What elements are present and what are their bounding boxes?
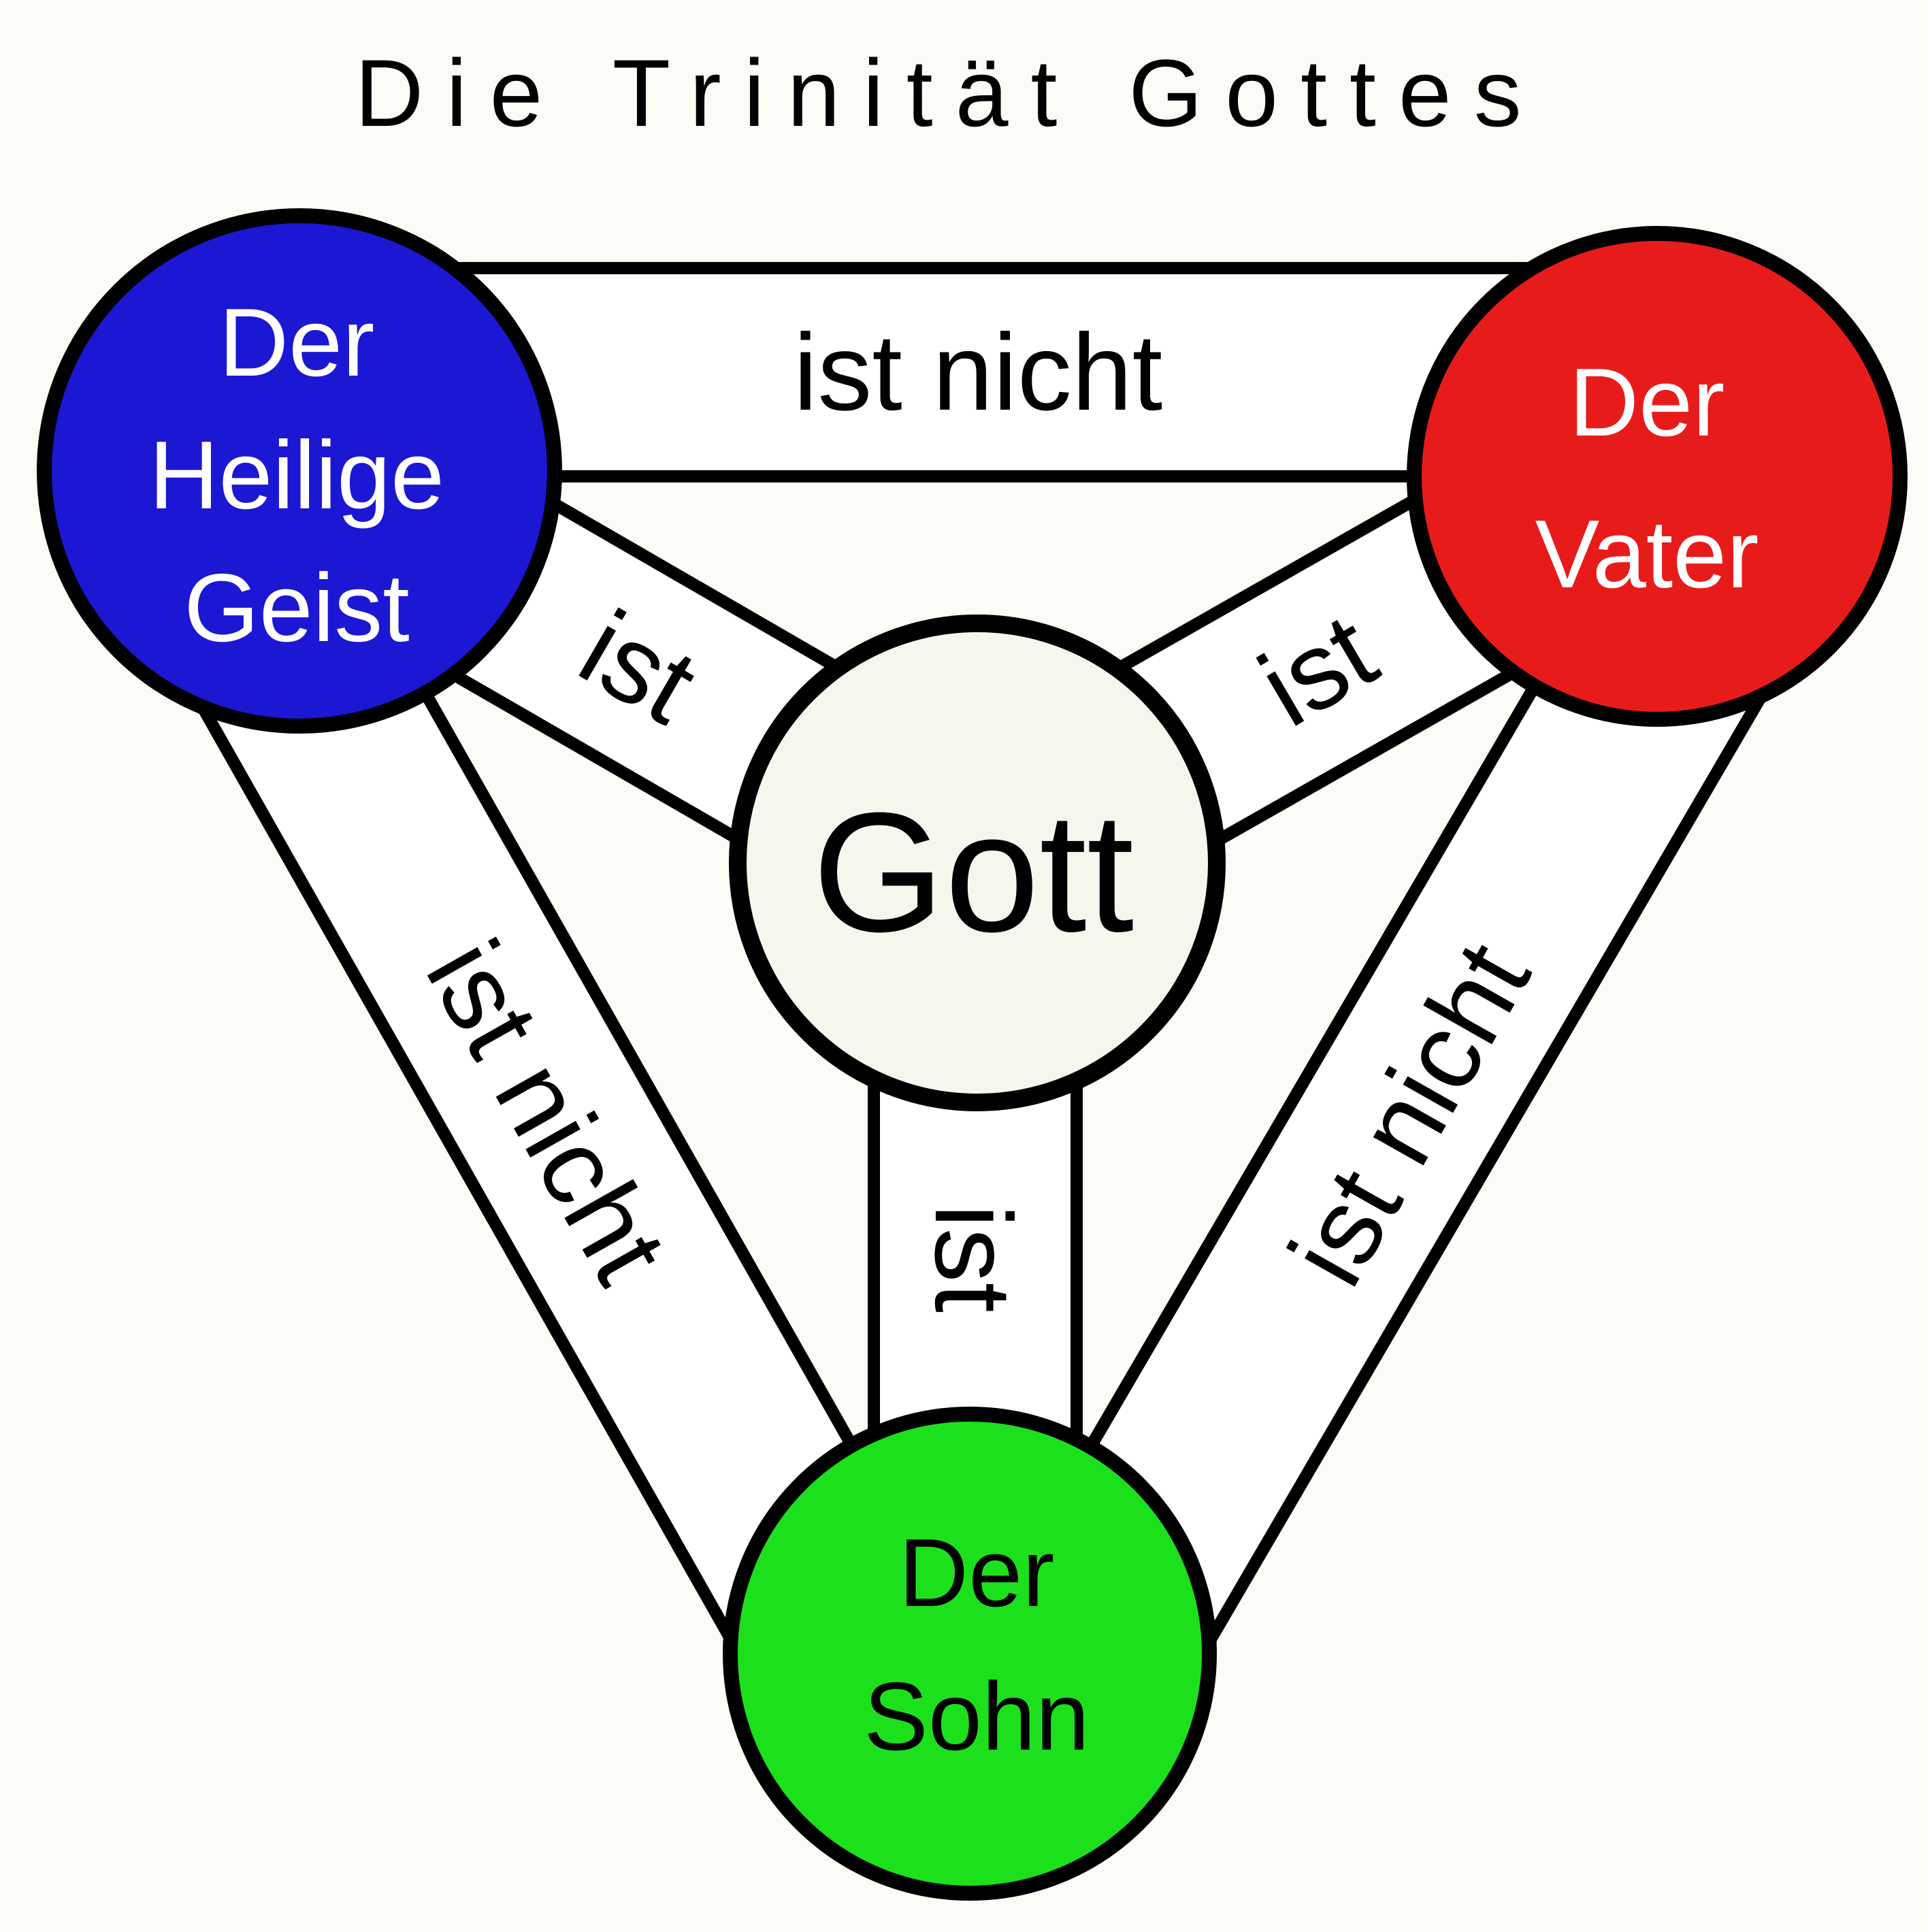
circle-god xyxy=(729,615,1226,1111)
holy-spirit-label-line-3: Geist xyxy=(184,554,409,662)
holy-spirit-label-line-2: Heilige xyxy=(149,421,444,529)
son-label-line-1: Der xyxy=(899,1519,1055,1627)
holy-spirit-label: Der Heilige Geist xyxy=(149,289,444,662)
circle-holy-spirit xyxy=(37,208,562,734)
father-label-line-1: Der xyxy=(1569,348,1725,457)
father-label: Der Vater xyxy=(1535,348,1759,608)
son-label: Der Sohn xyxy=(864,1519,1090,1771)
circle-son xyxy=(723,1407,1217,1901)
circle-father xyxy=(1407,226,1908,727)
holy-spirit-label-line-1: Der xyxy=(219,289,375,397)
father-label-line-2: Vater xyxy=(1535,500,1759,608)
band-label-spirit-father: ist nicht xyxy=(794,311,1162,433)
son-label-line-2: Sohn xyxy=(864,1663,1090,1771)
page-title: Die Trinität Gottes xyxy=(355,39,1543,146)
band-label-son-god: ist xyxy=(913,1204,1034,1313)
god-label: Gott xyxy=(813,777,1134,967)
